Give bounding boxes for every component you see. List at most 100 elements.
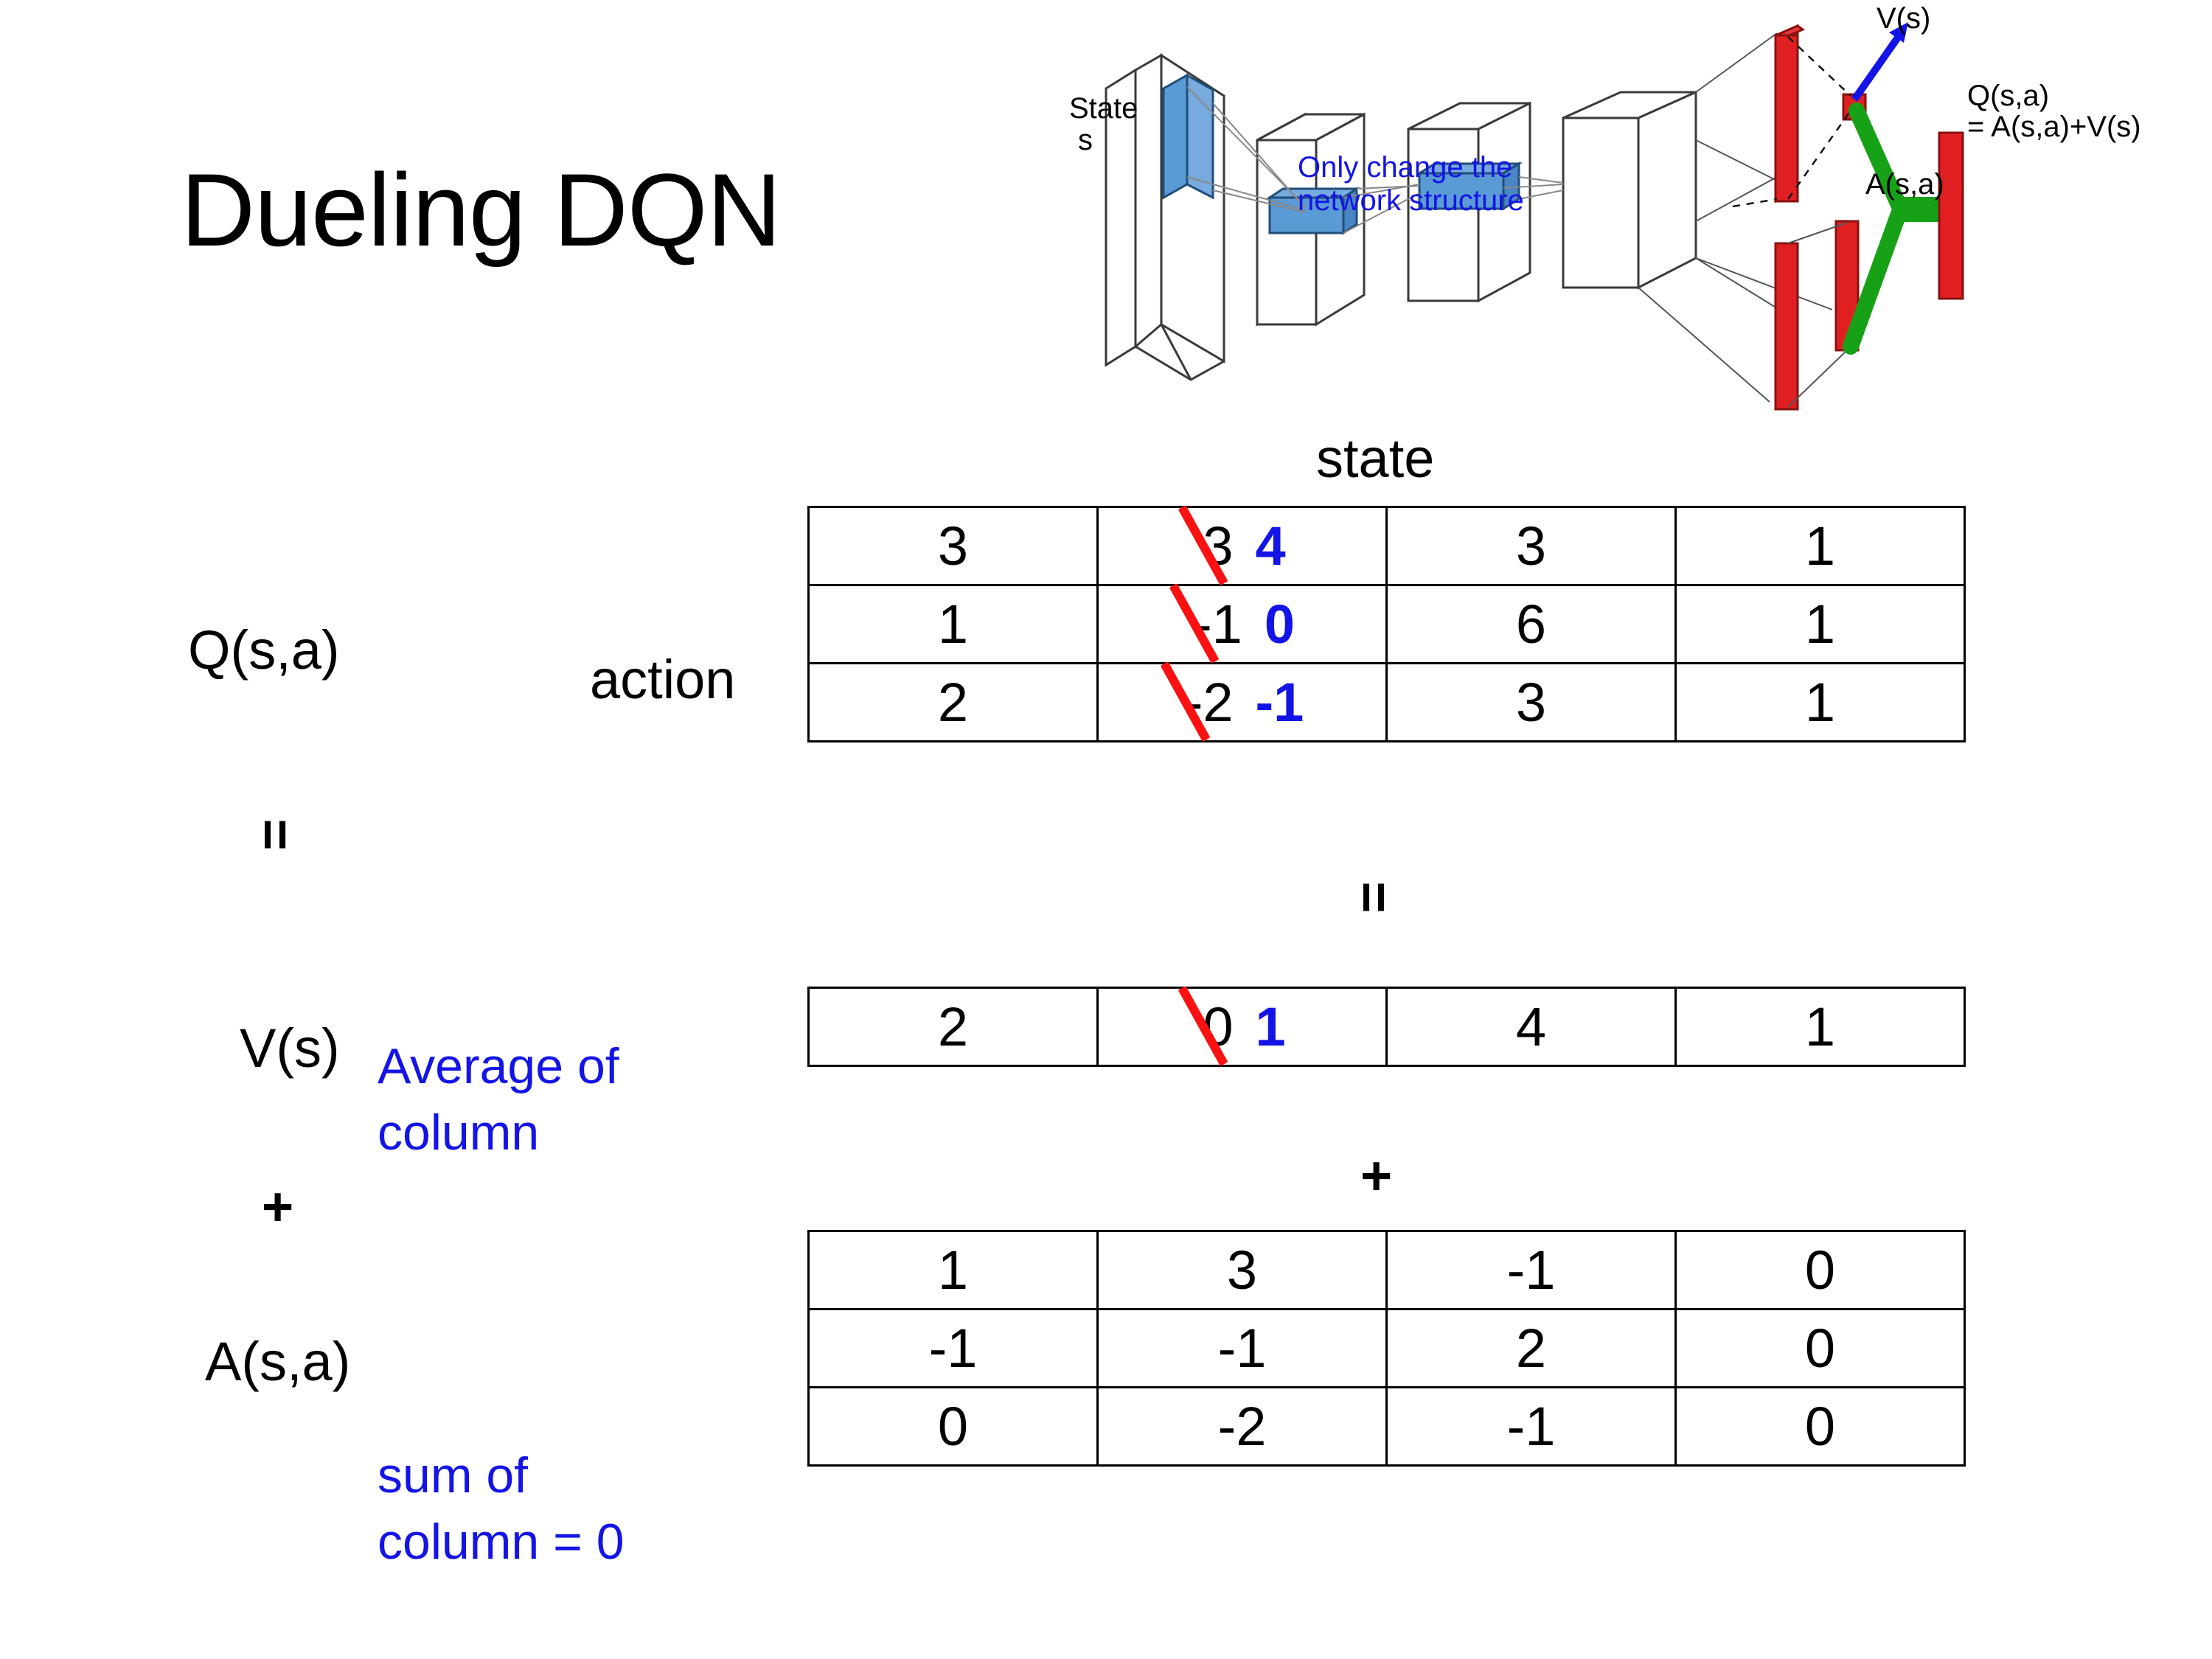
q-output-label-line2: = A(s,a)+V(s) bbox=[1967, 111, 2141, 143]
table-cell: 0 bbox=[807, 1386, 1099, 1467]
cell-content: 0 bbox=[1677, 1388, 1964, 1464]
cell-value: 3 bbox=[1226, 1239, 1258, 1301]
cell-value: 0 bbox=[1804, 1318, 1836, 1379]
equals-sign-left: = bbox=[246, 807, 307, 862]
cell-content: -1 bbox=[1388, 1388, 1674, 1464]
v-note-line1: Average of bbox=[378, 1038, 619, 1094]
cell-content: 3 bbox=[1099, 1232, 1385, 1308]
cell-content: 0 bbox=[810, 1388, 1096, 1464]
cell-value: -1 bbox=[928, 1318, 978, 1379]
table-cell: 1 bbox=[1674, 987, 1966, 1067]
cell-value: 1 bbox=[937, 594, 969, 655]
cell-content: 1 bbox=[810, 586, 1096, 662]
table-row: -1 -1 2 0 bbox=[807, 1308, 1966, 1388]
cell-value: 1 bbox=[1804, 672, 1836, 733]
cell-value: 2 bbox=[1515, 1318, 1547, 1379]
cell-content: 0 bbox=[1677, 1310, 1964, 1386]
plus-sign-middle: + bbox=[1360, 1145, 1393, 1206]
cell-content: 1 bbox=[1677, 989, 1964, 1065]
network-note-line1: Only change the bbox=[1298, 151, 1513, 184]
table-cell: 2 bbox=[1385, 1308, 1677, 1388]
cell-value: 6 bbox=[1515, 594, 1547, 655]
cell-value: -1 bbox=[1217, 1318, 1267, 1379]
corrected-value: -1 bbox=[1255, 672, 1304, 733]
struck-value: -2 bbox=[1180, 671, 1238, 734]
cell-content: 1 bbox=[1677, 664, 1964, 740]
action-axis-label: action bbox=[590, 649, 736, 710]
state-axis-label: state bbox=[1316, 428, 1435, 489]
corrected-value: 1 bbox=[1255, 996, 1286, 1057]
cell-content: -1 bbox=[1388, 1232, 1674, 1308]
table-cell: 0 bbox=[1674, 1386, 1966, 1467]
cell-content: -1 bbox=[1099, 1310, 1385, 1386]
equals-sign-middle: = bbox=[1344, 870, 1405, 925]
page-title: Dueling DQN bbox=[181, 152, 782, 268]
cell-value: 0 bbox=[937, 1396, 969, 1457]
equals-glyph: = bbox=[245, 818, 307, 851]
state-label-line1: State bbox=[1069, 92, 1138, 125]
table-cell: 4 bbox=[1385, 987, 1677, 1067]
cell-content: 3 bbox=[1388, 664, 1674, 740]
table-row: 2 -2 -1 3 1 bbox=[807, 662, 1966, 742]
cell-content: 6 bbox=[1388, 586, 1674, 662]
a-note-line1: sum of bbox=[378, 1447, 529, 1503]
cell-content: 3 bbox=[1388, 508, 1674, 584]
table-cell: 3 bbox=[1385, 506, 1677, 586]
cell-content: 0 bbox=[1677, 1232, 1964, 1308]
table-cell: 3 bbox=[1385, 662, 1677, 742]
table-cell: -1 bbox=[1385, 1230, 1677, 1310]
plus-sign-left: + bbox=[262, 1176, 294, 1237]
cell-content: 2 bbox=[1388, 1310, 1674, 1386]
equals-glyph-middle: = bbox=[1343, 881, 1405, 914]
cell-value: 3 bbox=[937, 515, 969, 577]
table-cell: 0 bbox=[1674, 1230, 1966, 1310]
cell-value: -1 bbox=[1506, 1396, 1556, 1457]
table-cell: 0 bbox=[1674, 1308, 1966, 1388]
a-value-table: 1 3 -1 0 -1 -1 2 0 0 -2 -1 0 bbox=[807, 1230, 1966, 1467]
table-cell: -1 bbox=[1385, 1386, 1677, 1467]
network-note-line2: network structure bbox=[1298, 184, 1524, 217]
cell-value: 1 bbox=[937, 1239, 969, 1301]
cell-content: 3 bbox=[810, 508, 1096, 584]
cell-value: 1 bbox=[1804, 996, 1836, 1057]
cell-value: 3 bbox=[1515, 672, 1547, 733]
value-output-label: V(s) bbox=[1877, 2, 1931, 35]
q-function-label: Q(s,a) bbox=[188, 619, 340, 681]
q-output-label-line1: Q(s,a) bbox=[1967, 80, 2050, 112]
table-cell: 1 bbox=[807, 584, 1099, 664]
cell-value: 0 bbox=[1804, 1239, 1836, 1301]
table-cell: 2 bbox=[807, 987, 1099, 1067]
struck-value: 3 bbox=[1198, 515, 1237, 577]
cell-content: -2 bbox=[1099, 1388, 1385, 1464]
table-cell: 6 bbox=[1385, 584, 1677, 664]
v-note-line2: column bbox=[378, 1105, 540, 1161]
advantage-output-label: A(s,a) bbox=[1865, 168, 1944, 201]
table-cell: 1 bbox=[1674, 584, 1966, 664]
table-cell: 2 bbox=[807, 662, 1099, 742]
cell-content: -1 bbox=[810, 1310, 1096, 1386]
cell-content: 1 bbox=[1677, 586, 1964, 662]
table-cell: -2 bbox=[1096, 1386, 1388, 1467]
cell-value: 2 bbox=[937, 996, 969, 1057]
table-cell: -1 bbox=[807, 1308, 1099, 1388]
dueling-network-diagram: State s Only change the network structur… bbox=[1069, 0, 2212, 413]
cell-value: 1 bbox=[1804, 515, 1836, 577]
cell-content: 2 bbox=[810, 664, 1096, 740]
cell-value: 2 bbox=[937, 672, 969, 733]
table-cell: 3 bbox=[807, 506, 1099, 586]
cell-content: 1 bbox=[810, 1232, 1096, 1308]
table-cell: 1 bbox=[1674, 506, 1966, 586]
cell-value: -1 bbox=[1506, 1239, 1556, 1301]
cell-content: -2 -1 bbox=[1099, 664, 1385, 740]
table-cell: -2 -1 bbox=[1096, 662, 1388, 742]
corrected-value: 0 bbox=[1264, 594, 1295, 655]
struck-value: 0 bbox=[1198, 995, 1237, 1058]
